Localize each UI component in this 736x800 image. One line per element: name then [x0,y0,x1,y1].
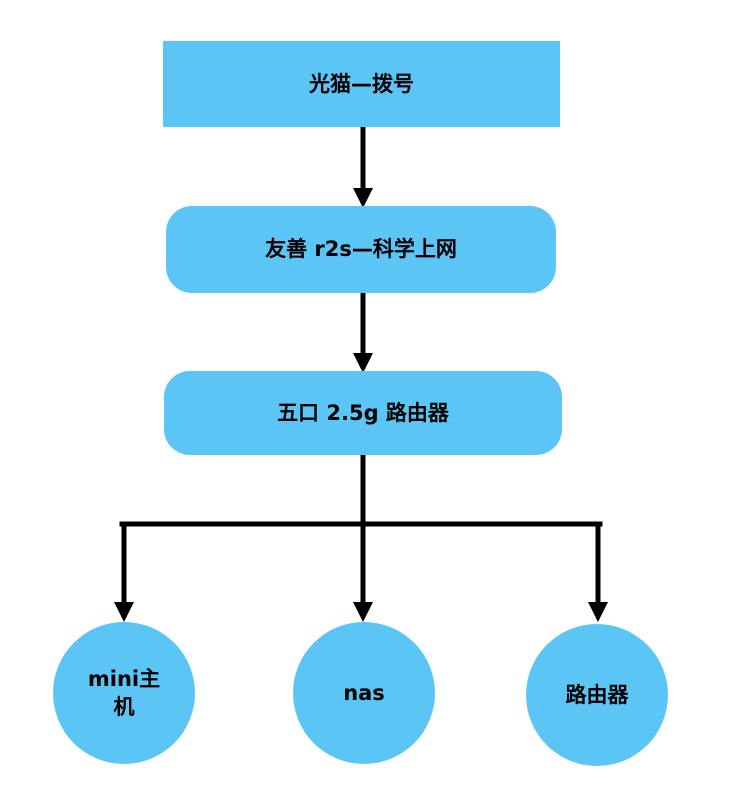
node-nas-label: nas [343,680,385,705]
node-mini-host: mini主 机 [53,622,195,764]
node-mini-host-label-line2: 机 [113,695,135,719]
node-modem: 光猫—拨号 [163,41,560,127]
node-mini-host-label: mini主 机 [88,665,160,722]
node-five-port-router: 五口 2.5g 路由器 [164,371,562,455]
node-five-port-router-label: 五口 2.5g 路由器 [277,400,449,425]
node-r2s: 友善 r2s—科学上网 [166,206,556,293]
node-router-label: 路由器 [565,682,629,707]
node-r2s-label: 友善 r2s—科学上网 [265,237,457,262]
node-router: 路由器 [526,624,668,766]
node-mini-host-label-line1: mini主 [87,666,161,691]
node-modem-label: 光猫—拨号 [309,71,414,96]
node-nas: nas [293,622,435,764]
